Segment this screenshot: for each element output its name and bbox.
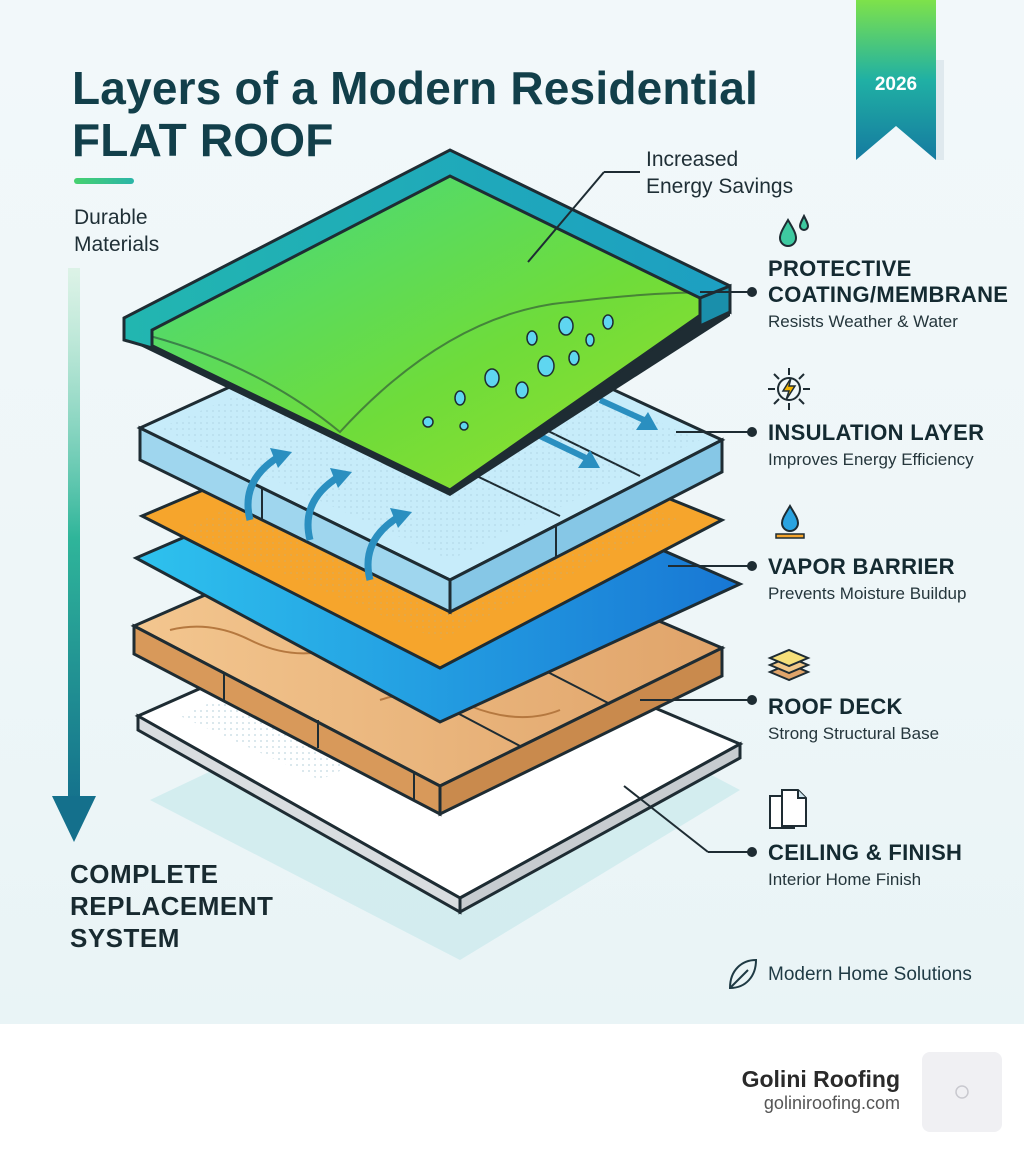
stacked-layers-icon: [767, 648, 811, 682]
layer-name-line-2: COATING/MEMBRANE: [768, 282, 1009, 307]
title-line-1: Layers of a Modern Residential: [72, 62, 758, 114]
callout-leader-lines: [527, 171, 757, 857]
protective-membrane-layer: [122, 148, 732, 496]
roof-layers-illustration: [52, 0, 944, 960]
year-ribbon: [856, 0, 944, 160]
durable-materials-note: Durable Materials: [74, 204, 159, 258]
layer-name: INSULATION LAYER: [768, 420, 985, 445]
bottom-note-line-2: REPLACEMENT: [70, 891, 274, 921]
layer-label-insulation: INSULATION LAYER Improves Energy Efficie…: [768, 420, 984, 472]
document-icon: [769, 789, 807, 829]
callout-line-1: Increased: [646, 148, 739, 171]
layer-name: ROOF DECK: [768, 694, 903, 719]
layer-name: VAPOR BARRIER: [768, 554, 955, 579]
year-badge: 2026: [874, 74, 918, 95]
layer-label-vapor-barrier: VAPOR BARRIER Prevents Moisture Buildup: [768, 554, 966, 606]
footer-company-name: Golini Roofing: [741, 1066, 900, 1092]
layer-label-protective-membrane: PROTECTIVE COATING/MEMBRANE Resists Weat…: [768, 256, 1008, 334]
page-title: Layers of a Modern Residential FLAT ROOF: [72, 62, 758, 166]
layer-label-ceiling-finish: CEILING & FINISH Interior Home Finish: [768, 840, 962, 892]
layer-label-roof-deck: ROOF DECK Strong Structural Base: [768, 694, 939, 746]
callout-line-2: Energy Savings: [646, 175, 794, 198]
bottom-note-line-3: SYSTEM: [70, 923, 180, 953]
leaf-icon: [728, 958, 758, 990]
title-underline: [74, 178, 134, 184]
layer-description: Prevents Moisture Buildup: [768, 584, 967, 603]
drop-barrier-icon: [775, 504, 805, 539]
footer-company-url[interactable]: goliniroofing.com: [763, 1093, 900, 1113]
brand-tagline: Modern Home Solutions: [768, 964, 972, 985]
side-note-line-2: Materials: [74, 233, 160, 256]
layer-name: CEILING & FINISH: [768, 840, 963, 865]
layer-name-line-1: PROTECTIVE: [768, 256, 912, 281]
roof-layers-infographic: Layers of a Modern Residential FLAT ROOF…: [0, 0, 1024, 1024]
company-logo: [922, 1052, 1002, 1132]
layer-description: Interior Home Finish: [768, 870, 922, 889]
layer-description: Improves Energy Efficiency: [768, 450, 974, 469]
title-line-2: FLAT ROOF: [72, 114, 334, 166]
side-note-line-1: Durable: [74, 206, 148, 229]
layer-description: Strong Structural Base: [768, 724, 940, 743]
energy-savings-callout: Increased Energy Savings: [646, 146, 793, 200]
system-arrow: [52, 268, 96, 842]
water-drops-icon: [778, 214, 810, 247]
bottom-note-line-1: COMPLETE: [70, 859, 219, 889]
complete-system-note: COMPLETE REPLACEMENT SYSTEM: [70, 858, 273, 954]
logo-mark-icon: [955, 1085, 969, 1099]
layer-description: Resists Weather & Water: [768, 312, 958, 331]
sun-lightning-icon: [768, 368, 810, 410]
